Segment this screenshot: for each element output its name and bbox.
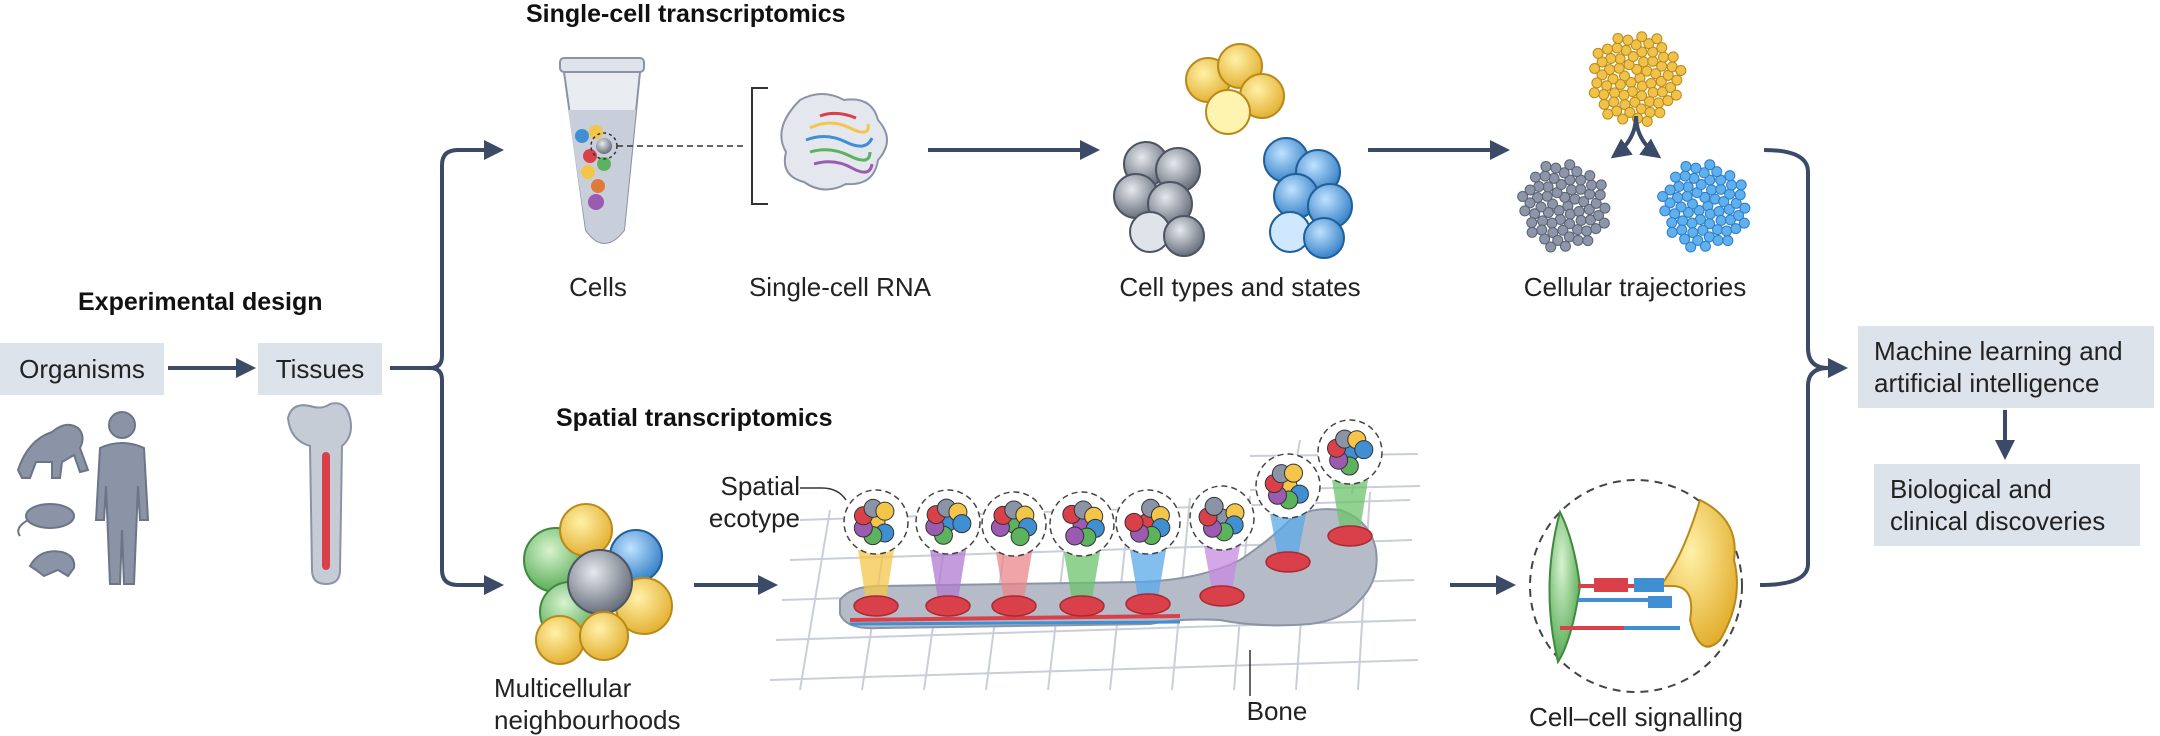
ml-ai-box: Machine learning and artificial intellig…	[1858, 326, 2154, 408]
label-single-cell-rna: Single-cell RNA	[748, 272, 932, 302]
ecotype-line-1: Spatial	[720, 471, 801, 501]
heading-experimental-design: Experimental design	[78, 288, 323, 316]
branch-tissues-lower	[429, 366, 504, 595]
human-body-icon	[94, 442, 150, 585]
label-neighbourhoods: Multicellular neighbourhoods	[494, 672, 734, 736]
trajectories-illustration	[1517, 31, 1751, 253]
merge-top	[1763, 148, 1848, 378]
cell-types-illustration	[1113, 43, 1353, 259]
label-bone: Bone	[1246, 696, 1308, 726]
label-trajectories: Cellular trajectories	[1523, 272, 1747, 302]
ecotype-line-2: ecotype	[708, 503, 800, 533]
organisms-illustration	[16, 411, 150, 585]
spatial-spots	[800, 419, 1383, 696]
primate-icon	[16, 423, 90, 479]
discoveries-box: Biological and clinical discoveries	[1874, 464, 2140, 546]
tissues-box: Tissues	[258, 343, 382, 395]
frog-icon	[28, 550, 76, 578]
human-head-icon	[108, 411, 136, 439]
ml-line-1: Machine learning and	[1874, 336, 2123, 366]
label-spatial-ecotype: Spatial ecotype	[690, 470, 800, 534]
heading-single-cell: Single-cell transcriptomics	[526, 0, 846, 28]
heading-spatial: Spatial transcriptomics	[556, 404, 833, 432]
merge-bottom	[1759, 366, 1829, 587]
tissues-label: Tissues	[275, 354, 365, 384]
bio-line-1: Biological and	[1890, 474, 2052, 504]
single-cell-rna-illustration	[780, 93, 888, 191]
branch-tissues	[390, 140, 504, 370]
neighbourhood-illustration	[523, 503, 673, 665]
label-cells: Cells	[569, 272, 627, 302]
mouse-icon	[25, 503, 75, 529]
organisms-box: Organisms	[0, 343, 164, 395]
signalling-illustration	[1529, 479, 1743, 693]
ml-line-2: artificial intelligence	[1874, 368, 2100, 398]
neighbourhoods-line-1: Multicellular	[494, 673, 632, 703]
label-cell-types: Cell types and states	[1119, 272, 1361, 302]
neighbourhoods-line-2: neighbourhoods	[494, 705, 681, 735]
organisms-label: Organisms	[19, 354, 145, 384]
bone-tissue-illustration	[286, 402, 352, 586]
connector-arrows	[168, 140, 2015, 595]
bio-line-2: clinical discoveries	[1890, 506, 2106, 536]
label-signalling: Cell–cell signalling	[1529, 702, 1743, 732]
cell-tube-illustration	[559, 57, 768, 244]
